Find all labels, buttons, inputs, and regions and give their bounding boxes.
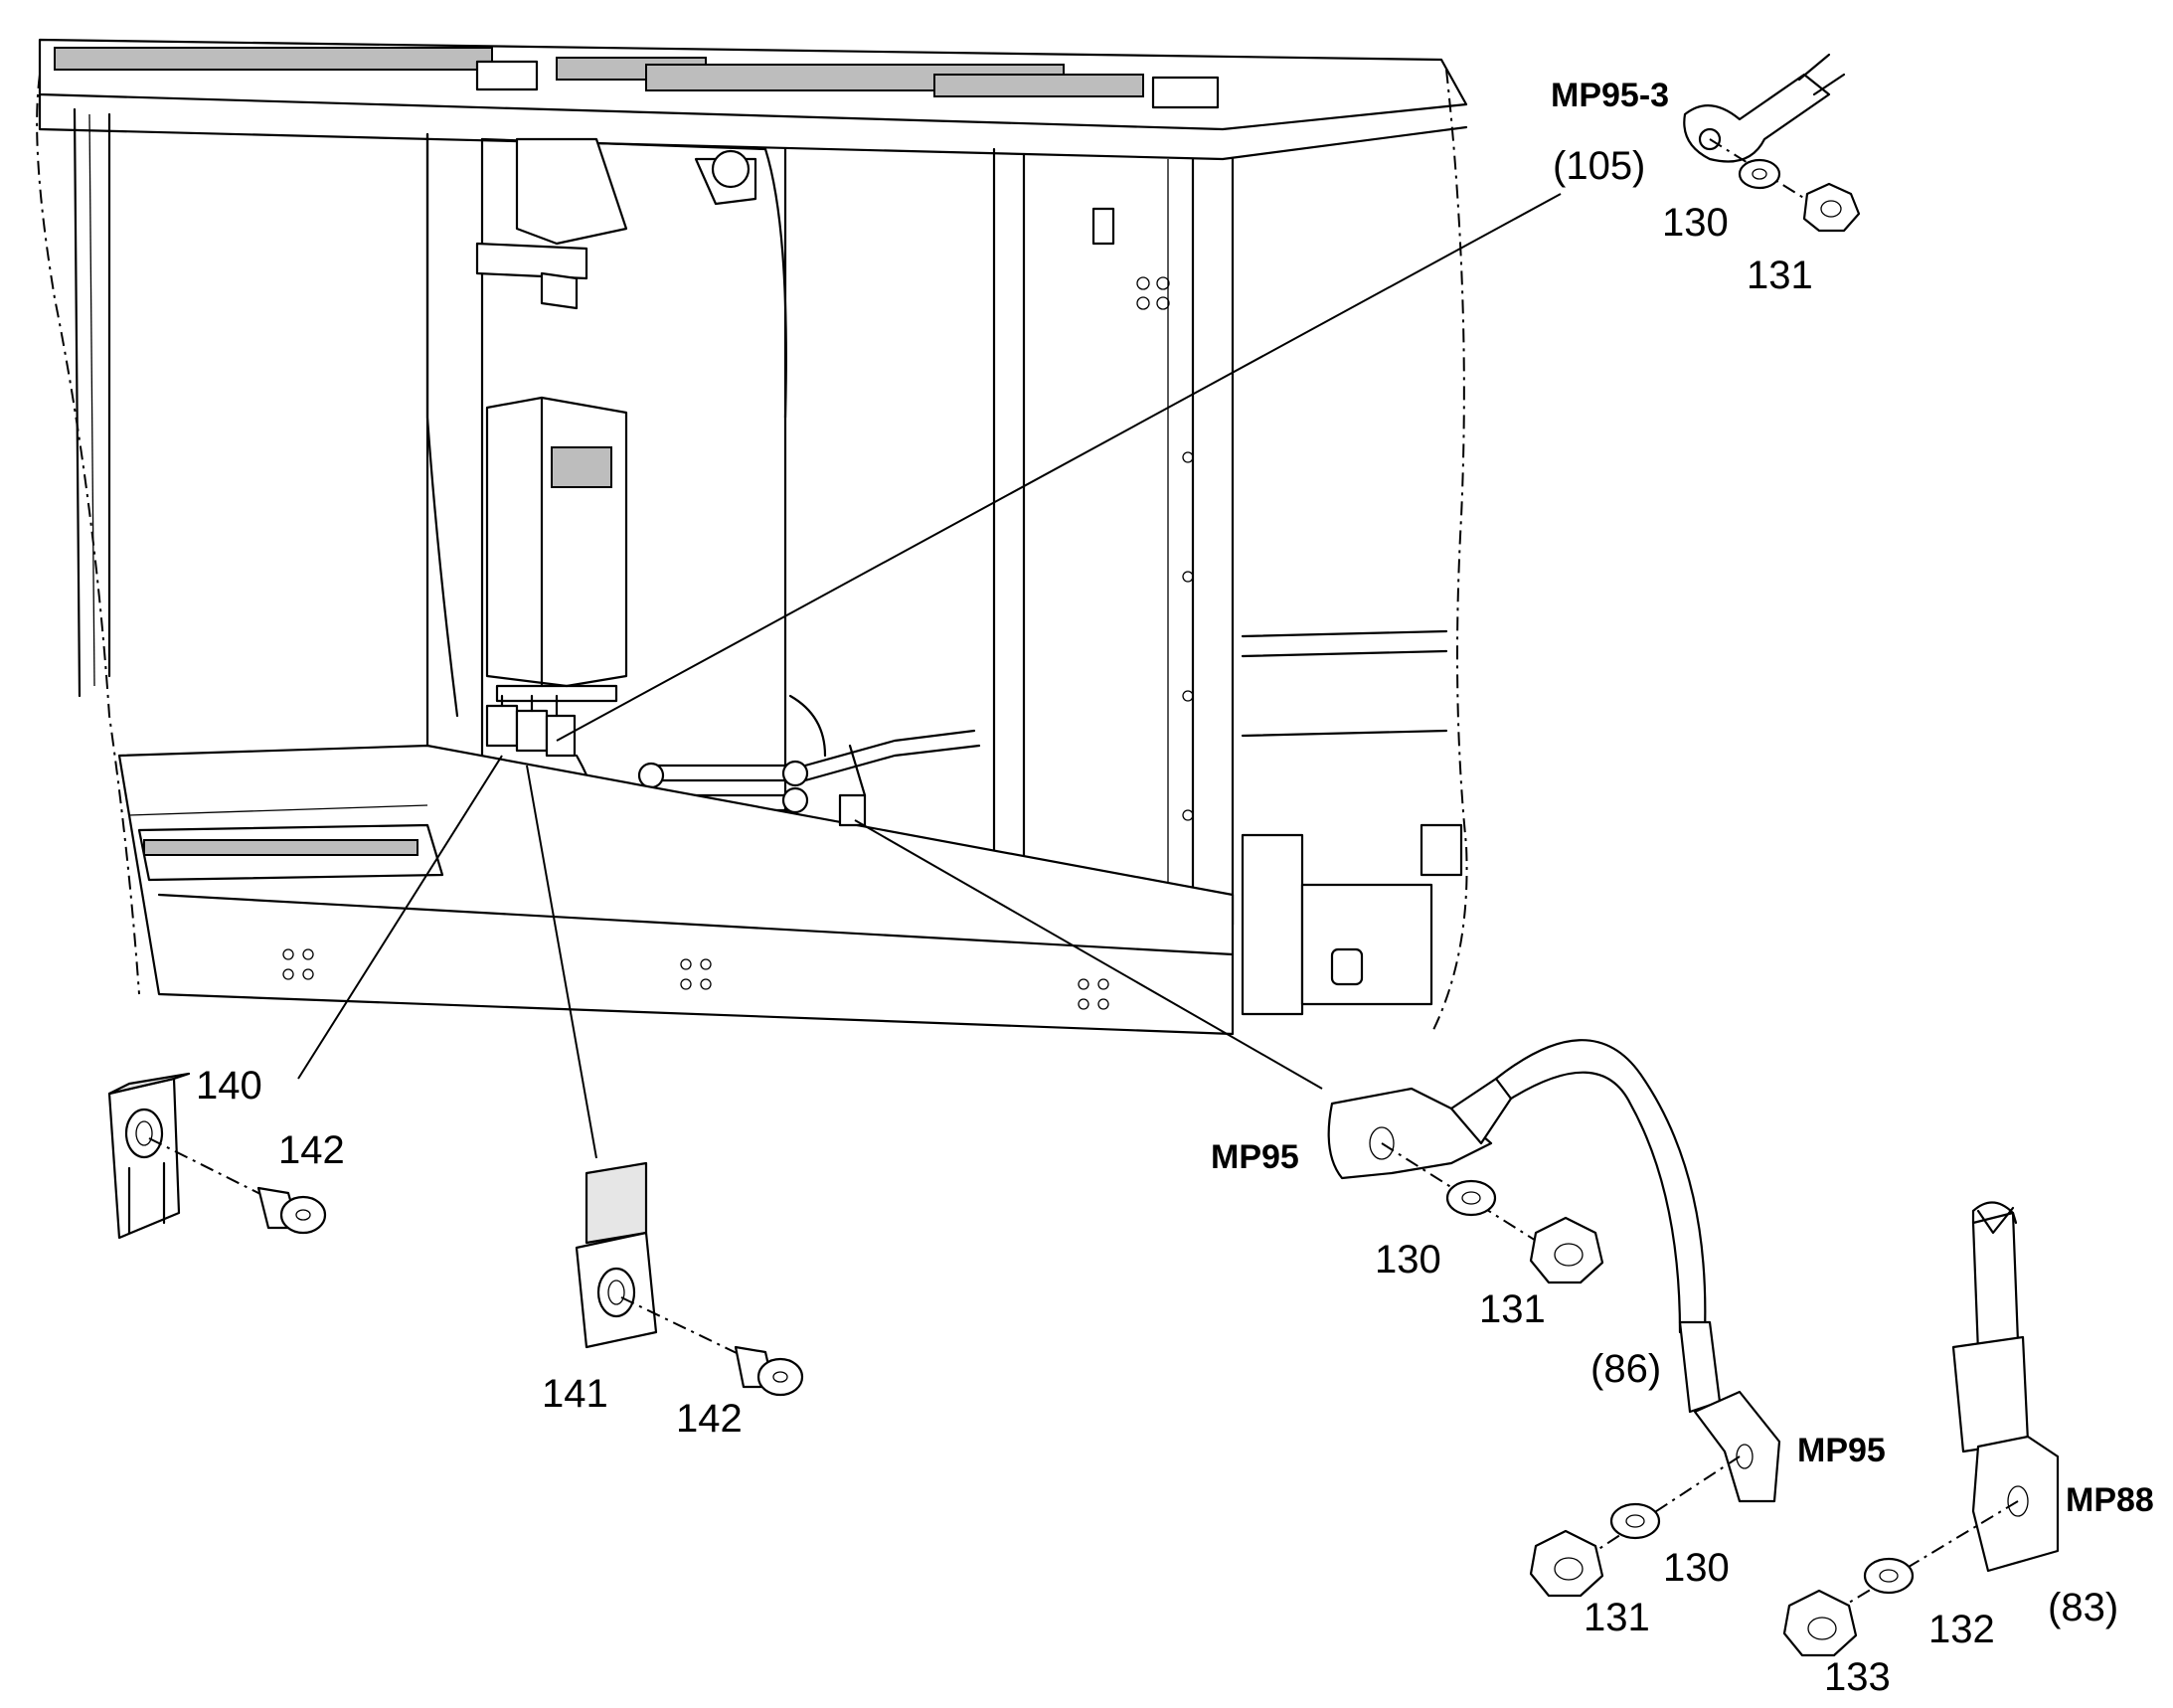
- lug-mp95-3-group: [1683, 53, 1861, 233]
- leader-lines: [297, 193, 1562, 1159]
- frame-assembly: [36, 38, 1468, 1036]
- label-mp95-a: MP95: [1211, 1138, 1299, 1176]
- label-132: 132: [1928, 1608, 1995, 1651]
- clip-140-group: [107, 1072, 327, 1240]
- electrical-control-box: [485, 396, 628, 703]
- label-142-a: 142: [278, 1128, 345, 1172]
- bolt-holes: [282, 948, 1109, 1010]
- label-ref-83: (83): [2048, 1586, 2118, 1629]
- label-ref-86: (86): [1590, 1347, 1661, 1391]
- callout-labels: MP95-3 (105) 130 131 140 142 141 142 MP9…: [196, 77, 2154, 1699]
- label-130-a: 130: [1662, 201, 1729, 245]
- label-mp95-3: MP95-3: [1551, 77, 1669, 114]
- label-ref-105: (105): [1553, 144, 1645, 188]
- label-mp95-b: MP95: [1797, 1432, 1886, 1469]
- label-142-b: 142: [676, 1397, 743, 1441]
- label-130-b: 130: [1375, 1238, 1441, 1281]
- clip-141-group: [575, 1161, 804, 1397]
- label-mp88: MP88: [2066, 1481, 2154, 1519]
- label-131-a: 131: [1747, 254, 1813, 297]
- ground-cable-86-group: [1327, 1039, 1781, 1598]
- upright-details: [1091, 207, 1194, 821]
- label-140: 140: [196, 1064, 262, 1108]
- label-131-c: 131: [1584, 1596, 1650, 1639]
- label-133: 133: [1824, 1655, 1891, 1699]
- label-130-c: 130: [1663, 1546, 1730, 1590]
- roof-grille-left: [54, 47, 1144, 97]
- label-141: 141: [542, 1372, 608, 1416]
- label-131-b: 131: [1479, 1287, 1546, 1331]
- cable-83-group: [1782, 1201, 2060, 1657]
